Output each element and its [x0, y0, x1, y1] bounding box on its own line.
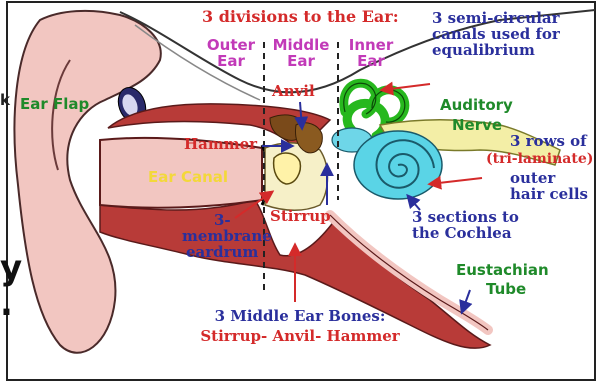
label-eustachian: Eustachian	[456, 262, 549, 278]
label-ear-canal: Ear Canal	[148, 169, 228, 185]
label-ear-flap: Ear Flap	[20, 96, 89, 112]
edge-fragment-dot: .	[0, 286, 13, 323]
semicircular-line-2: canals used for	[432, 26, 560, 42]
label-tube: Tube	[486, 281, 526, 297]
edge-fragment-k: k	[0, 92, 10, 108]
cochlea-line-1: 3 sections to	[412, 209, 519, 225]
semicircular-line-1: 3 semi-circular	[432, 10, 560, 26]
rows-rest-line-1: outer	[510, 170, 588, 186]
eardrum-line-1: 3-	[182, 212, 272, 228]
annotation-cochlea: 3 sections to the Cochlea	[412, 209, 519, 241]
label-hammer: Hammer	[184, 136, 257, 152]
annotation-bones-title: 3 Middle Ear Bones:	[200, 308, 400, 324]
division-middle-ear: Middle Ear	[271, 37, 331, 69]
annotation-rows-title: 3 rows of	[510, 133, 587, 149]
eardrum-line-3: eardrum	[182, 244, 272, 260]
division-inner-ear: Inner Ear	[343, 37, 399, 69]
cochlea	[354, 131, 442, 199]
cochlea-line-2: the Cochlea	[412, 225, 519, 241]
eardrum-line-2: membrane	[182, 228, 272, 244]
label-anvil: Anvil	[272, 83, 315, 99]
division-outer-ear: Outer Ear	[203, 37, 259, 69]
label-nerve: Nerve	[452, 117, 502, 133]
annotation-rows-rest: outer hair cells	[510, 170, 588, 202]
label-stirrup: Stirrup	[270, 208, 331, 224]
semicircular-line-3: equalibrium	[432, 42, 560, 58]
edge-fragment-y: y	[0, 250, 22, 287]
diagram-title: 3 divisions to the Ear:	[202, 8, 399, 25]
annotation-bones-list: Stirrup- Anvil- Hammer	[200, 328, 400, 344]
annotation-semicircular: 3 semi-circular canals used for equalibr…	[432, 10, 560, 59]
label-auditory: Auditory	[440, 97, 513, 113]
annotation-eardrum: 3- membrane eardrum	[182, 212, 272, 261]
rows-rest-line-2: hair cells	[510, 186, 588, 202]
annotation-rows-sub: (tri-laminate)	[486, 152, 593, 167]
